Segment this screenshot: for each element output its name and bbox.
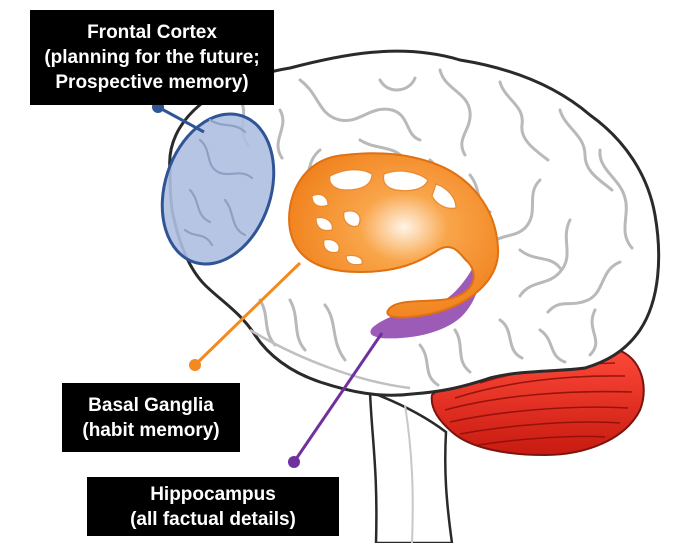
frontal-cortex-desc-1: (planning for the future;: [44, 47, 260, 68]
brain-stem-shade: [404, 404, 414, 543]
hippocampus-leader-line: [288, 332, 384, 468]
frontal-cortex-desc-2: Prospective memory): [55, 72, 249, 93]
basal-ganglia-label: Basal Ganglia (habit memory): [62, 383, 240, 452]
hippocampus-title: Hippocampus: [150, 483, 276, 505]
basal-ganglia-desc: (habit memory): [82, 419, 220, 441]
frontal-cortex-title: Frontal Cortex: [87, 22, 217, 43]
hippocampus-desc: (all factual details): [130, 508, 296, 530]
frontal-cortex-label: Frontal Cortex (planning for the future;…: [30, 10, 274, 105]
basal-leader-dot: [189, 359, 201, 371]
basal-leader-line: [189, 261, 302, 371]
brain-inner-curve: [249, 328, 411, 390]
basal-ganglia-title: Basal Ganglia: [88, 394, 214, 416]
frontal-cortex: [160, 112, 276, 266]
basal-ganglia: [288, 152, 500, 319]
hippocampus-label: Hippocampus (all factual details): [87, 477, 339, 536]
hippocampus-leader-dot: [288, 456, 300, 468]
hippocampus: [370, 258, 481, 339]
